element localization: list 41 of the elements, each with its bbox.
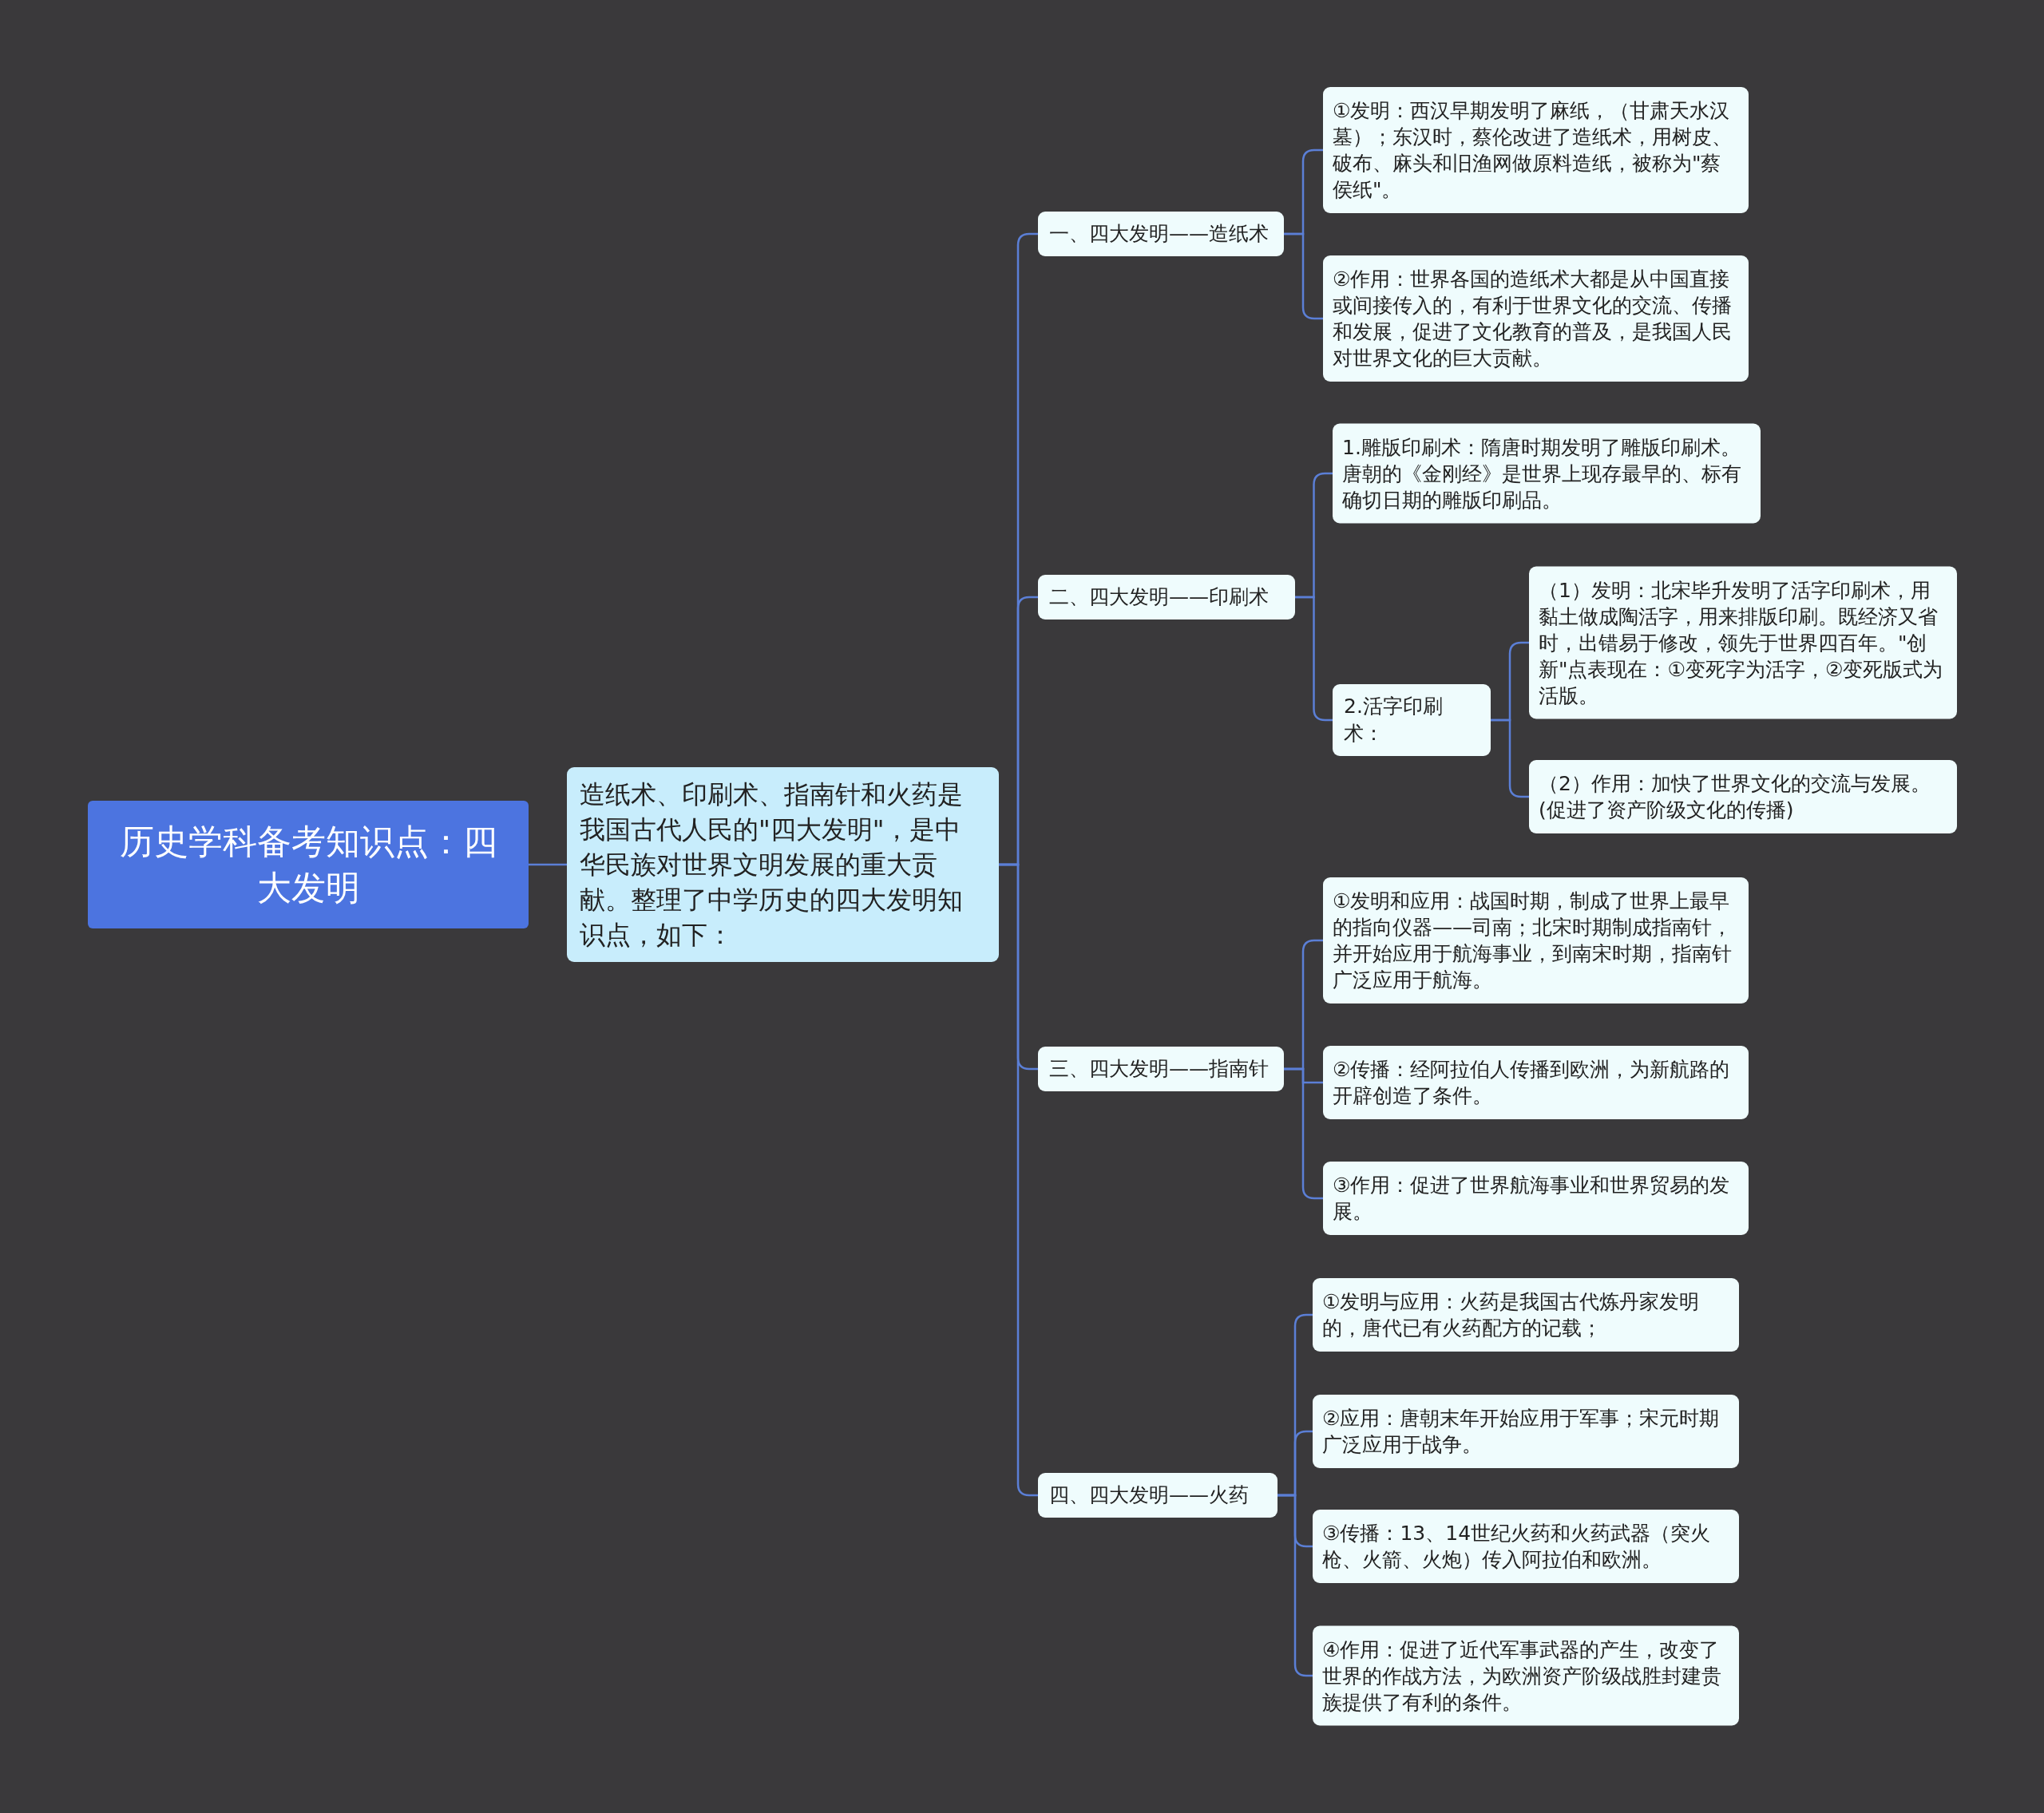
node-text: ①发明与应用：火药是我国古代炼丹家发明的，唐代已有火药配方的记载； [1322, 1289, 1701, 1341]
branch-topic-box [1038, 212, 1284, 256]
summary-box [567, 767, 999, 962]
note-box [1323, 1046, 1749, 1119]
node-text: ④作用：促进了近代军事武器的产生，改变了世界的作战方法，为欧洲资产阶级战胜封建贵族提供了有利的条件。 [1322, 1637, 1722, 1716]
node-text: （2）作用：加快了世界文化的交流与发展。(促进了资产阶级文化的传播) [1539, 771, 1931, 823]
note-box [1323, 1162, 1749, 1235]
branch-topic-box [1038, 1047, 1284, 1091]
node-text: 三、四大发明——指南针 [1049, 1056, 1270, 1082]
note-box [1313, 1510, 1739, 1583]
note-box [1323, 255, 1749, 382]
branch-topic-box [1038, 575, 1295, 620]
node-text: 2.活字印刷术： [1344, 694, 1444, 746]
connector-line [1295, 596, 1333, 722]
note-box [1313, 1625, 1739, 1726]
node-text: ③作用：促进了世界航海事业和世界贸易的发展。 [1333, 1173, 1731, 1225]
note-box [1313, 1278, 1739, 1352]
node-text: ②传播：经阿拉伯人传播到欧洲，为新航路的开辟创造了条件。 [1333, 1057, 1731, 1109]
node-text: ②作用：世界各国的造纸术大都是从中国直接或间接传入的，有利于世界文化的交流、传播和发展，促进了文化教育的普及，是我国人民对世界文化的巨大贡献。 [1333, 267, 1733, 371]
note-box [1333, 423, 1761, 524]
node-text: 1.雕版印刷术：隋唐时期发明了雕版印刷术。唐朝的《金刚经》是世界上现存最早的、标有确切日期的雕版印刷品。 [1342, 434, 1742, 513]
note-box [1529, 566, 1957, 719]
node-text: ①发明和应用：战国时期，制成了世界上最早的指向仪器——司南；北宋时期制成指南针，并开始应用于航海事业，到南宋时期，指南针广泛应用于航海。 [1333, 889, 1733, 993]
note-box [1529, 760, 1957, 833]
node-text: 一、四大发明——造纸术 [1049, 221, 1270, 247]
node-text: ③传播：13、14世纪火药和火药武器（突火枪、火箭、火炮）传入阿拉伯和欧洲。 [1322, 1521, 1712, 1573]
node-text: ①发明：西汉早期发明了麻纸，（甘肃天水汉墓）；东汉时，蔡伦改进了造纸术，用树皮、破布、麻头和旧渔网做原料造纸，被称为"蔡侯纸"。 [1333, 98, 1733, 203]
connector-line [529, 863, 567, 866]
node-text: 历史学科备考知识点：四大发明 [118, 821, 498, 909]
note-box [1323, 877, 1749, 1003]
note-box [1313, 1395, 1739, 1468]
node-text: （1）发明：北宋毕升发明了活字印刷术，用黏土做成陶活字，用来排版印刷。既经济又省时，出错易于修改，领先于世界四百年。"创新"点表现在：①变死字为活字，②变死版式为活版。 [1539, 577, 1944, 709]
node-text: ②应用：唐朝末年开始应用于军事；宋元时期广泛应用于战争。 [1322, 1406, 1721, 1458]
note-box [1323, 87, 1749, 213]
node-text: 二、四大发明——印刷术 [1049, 584, 1270, 610]
node-text: 四、四大发明——火药 [1049, 1482, 1250, 1508]
node-text: 造纸术、印刷术、指南针和火药是我国古代人民的"四大发明"，是中华民族对世界文明发展的重大贡献。整理了中学历史的四大发明知识点，如下： [580, 778, 964, 952]
branch-topic-box [1038, 1473, 1278, 1518]
branch-topic-box [1333, 684, 1491, 756]
connector-line [1278, 1494, 1313, 1677]
root-topic-box [88, 801, 529, 928]
